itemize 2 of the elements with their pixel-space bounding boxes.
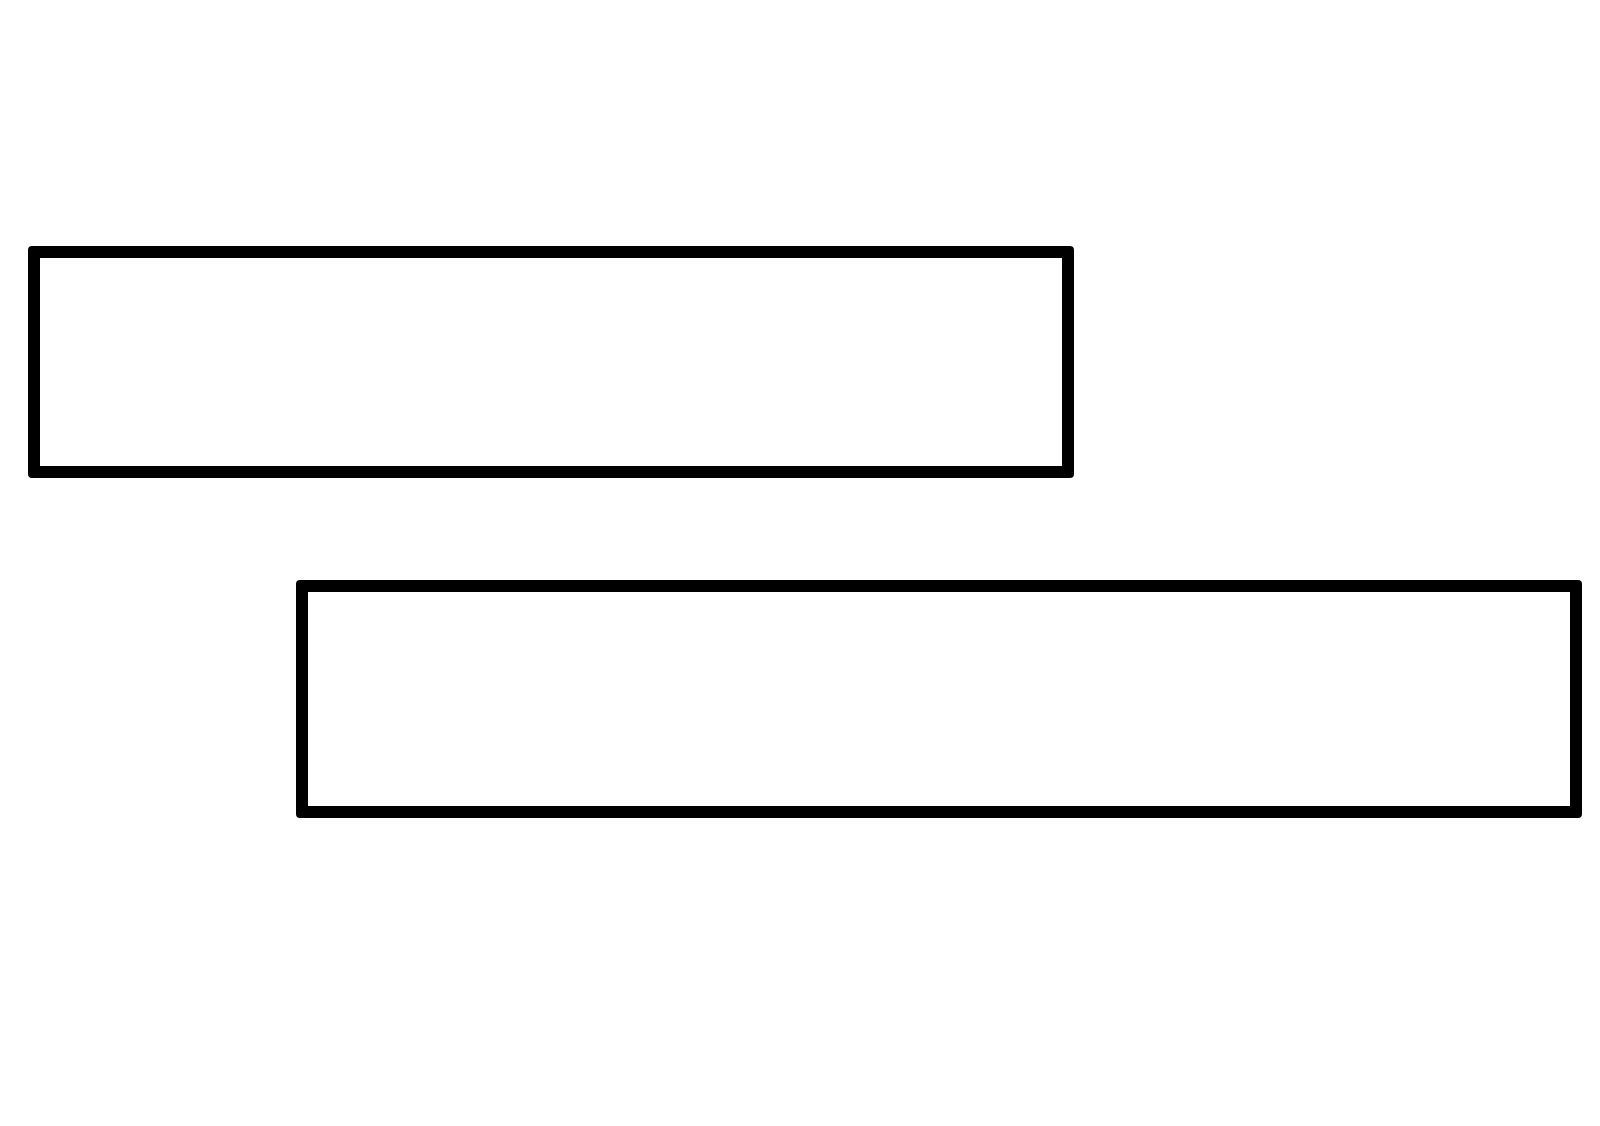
empty-box [28, 246, 1074, 478]
empty-box [296, 580, 1582, 818]
